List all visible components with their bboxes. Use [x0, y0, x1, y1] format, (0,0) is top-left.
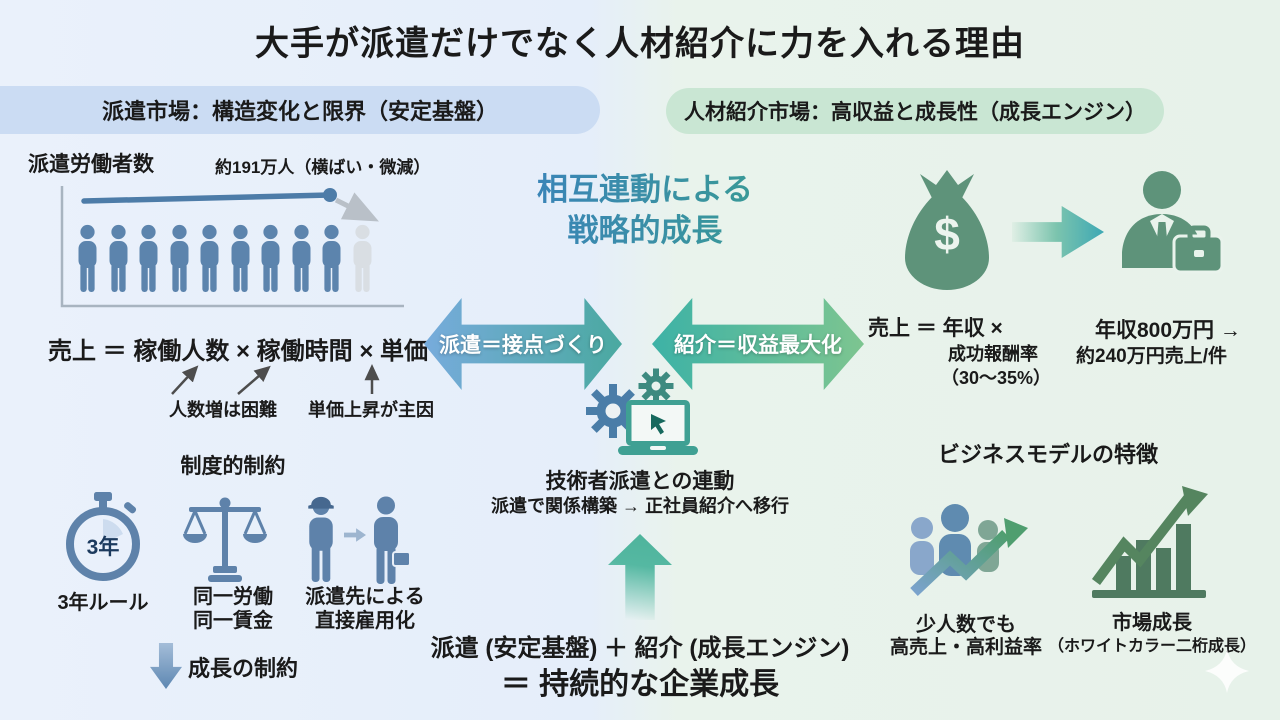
formula-note-price: 単価上昇が主因	[308, 400, 434, 420]
businessman-icon	[374, 496, 410, 584]
person-icon	[200, 224, 219, 292]
person-icon	[78, 224, 97, 292]
dispatch-arrow-label: 派遣＝接点づくり	[439, 334, 607, 357]
workers-people-row	[74, 220, 376, 296]
trend-line	[81, 192, 333, 204]
axis-lines	[60, 186, 404, 308]
person-icon	[109, 224, 128, 292]
formula-note-arrows-icon	[171, 364, 380, 395]
business-model-heading: ビジネスモデルの特徴	[938, 442, 1159, 467]
constraints-heading: 制度的制約	[180, 455, 286, 478]
person-icon	[139, 224, 158, 292]
left-section-header-label: 派遣市場：構造変化と限界（安定基盤）	[101, 99, 498, 124]
constraint-label-direct-hire: 派遣先による 直接雇用化	[293, 586, 437, 633]
person-icon	[170, 224, 189, 292]
referral-double-arrow: 紹介＝収益最大化	[652, 298, 864, 390]
sparkle-icon	[1205, 649, 1249, 693]
workers-chart-annotation: 約191万人（横ばい・微減）	[215, 158, 431, 177]
down-arrow-icon	[150, 643, 182, 689]
worker-icon	[308, 496, 334, 583]
center-conclusion-line1: 派遣 (安定基盤) ＋ 紹介 (成長エンジン)	[430, 635, 850, 662]
workers-chart-label: 派遣労働者数	[28, 153, 154, 176]
right-section-header: 人材紹介市場：高収益と成長性（成長エンジン）	[666, 88, 1164, 134]
center-heading-line1: 相互連動による	[536, 172, 754, 207]
market-growth-label-line2: （ホワイトカラー二桁成長）	[1048, 638, 1257, 655]
constraint-label-equal-pay: 同一労働 同一賃金	[173, 586, 293, 633]
money-bag-icon	[905, 170, 989, 290]
referral-formula-line1: 売上 ＝ 年収 ×	[868, 317, 1003, 340]
up-arrow-icon	[608, 534, 672, 620]
left-section-header: 派遣市場：構造変化と限界（安定基盤）	[0, 86, 600, 134]
person-icon	[292, 224, 311, 292]
market-growth-chart-icon	[1091, 486, 1208, 598]
staffing-revenue-formula: 売上 ＝ 稼働人数 × 稼働時間 × 単価	[48, 338, 429, 365]
referral-example-line2: 約240万円売上/件	[1076, 346, 1227, 367]
center-conclusion-line2: ＝ 持続的な企業成長	[500, 668, 780, 701]
gradient-arrow-right-icon	[1012, 206, 1104, 258]
workers-trend-chart	[60, 186, 404, 308]
person-icon	[231, 224, 250, 292]
constraint-label-equal-pay-line1: 同一労働	[193, 586, 273, 608]
person-icon	[261, 224, 280, 292]
dollar-sign: $	[934, 208, 960, 260]
recruited-businessman-icon	[1122, 171, 1224, 274]
center-heading-line2: 戦略的成長	[567, 212, 723, 248]
team-growth-icon	[910, 504, 1028, 596]
referral-arrow-label: 紹介＝収益最大化	[674, 334, 842, 357]
growth-limit-conclusion: 成長の制約	[188, 656, 299, 681]
person-icon	[322, 224, 341, 292]
referral-example-line1: 年収800万円 →	[1095, 319, 1241, 342]
stopwatch-icon	[66, 492, 140, 581]
trend-endpoint-dot	[323, 188, 337, 202]
decline-forecast-arrow-icon	[334, 192, 379, 222]
referral-formula-line2: 成功報酬率	[948, 344, 1038, 364]
market-growth-label-line1: 市場成長	[1112, 612, 1192, 634]
constraint-label-direct-hire-line1: 派遣先による	[305, 586, 425, 608]
balance-scale-icon	[183, 497, 267, 582]
linkage-title: 技術者派遣との連動	[545, 470, 735, 493]
formula-note-headcount: 人数増は困難	[169, 400, 277, 420]
linkage-description: 派遣で関係構築 → 正社員紹介へ移行	[490, 496, 789, 516]
page-title: 大手が派遣だけでなく人材紹介に力を入れる理由	[255, 25, 1025, 63]
referral-formula-line3: （30〜35%）	[941, 368, 1052, 388]
team-growth-label-line2: 高売上・高利益率	[889, 637, 1042, 658]
person-icon	[353, 224, 372, 292]
center-heading: 相互連動による 戦略的成長	[445, 170, 845, 252]
constraint-label-direct-hire-line2: 直接雇用化	[315, 609, 415, 632]
laptop-cursor-icon	[618, 400, 698, 455]
dispatch-double-arrow: 派遣＝接点づくり	[424, 298, 622, 390]
arrow-right-icon	[344, 528, 366, 542]
constraint-label-3year: 3年ルール	[57, 592, 149, 614]
constraint-label-equal-pay-line2: 同一賃金	[193, 609, 273, 632]
stopwatch-badge: 3年	[86, 536, 120, 559]
team-growth-label-line1: 少人数でも	[916, 614, 1016, 636]
gear-icon	[638, 368, 674, 404]
right-section-header-label: 人材紹介市場：高収益と成長性（成長エンジン）	[684, 101, 1146, 124]
